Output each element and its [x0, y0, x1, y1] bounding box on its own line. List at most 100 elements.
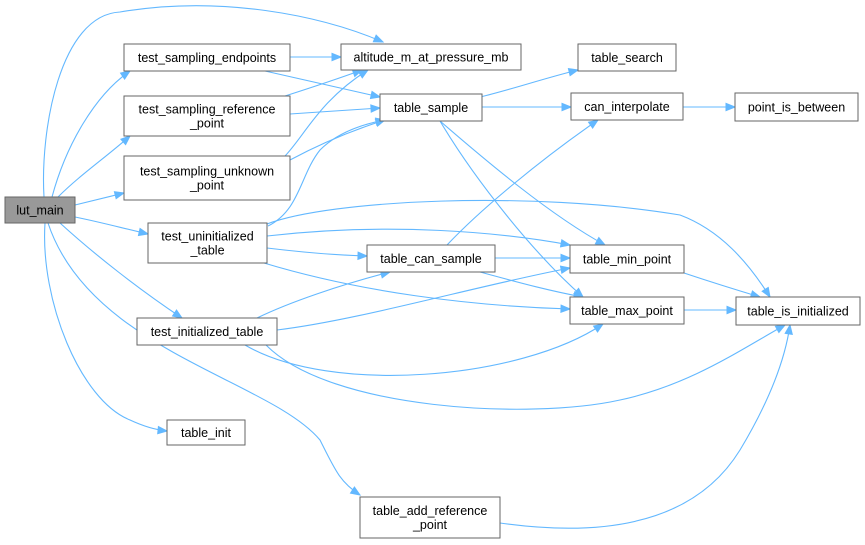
edge-lut-main-to-test-sampling-unknown-point: [74, 191, 126, 206]
arrowhead-icon: [567, 68, 580, 77]
node-table-init[interactable]: table_init: [166, 419, 246, 446]
node-label: table_max_point: [581, 304, 673, 318]
edge-line: [266, 199, 771, 298]
node-label: table_min_point: [583, 253, 672, 267]
node-box: [123, 155, 291, 201]
node-table-can-sample[interactable]: table_can_sample: [366, 244, 496, 273]
node-table-is-initialized[interactable]: table_is_initialized: [735, 296, 861, 326]
node-label: test_sampling_reference: [139, 103, 276, 117]
edge-lut-main-to-test-uninitialized-table: [74, 216, 150, 237]
node-altitude-m-at-pressure-mb[interactable]: altitude_m_at_pressure_mb: [340, 43, 522, 71]
node-point-is-between[interactable]: point_is_between: [734, 92, 859, 122]
arrowhead-icon: [559, 238, 572, 248]
edge-table-sample-to-table-search: [479, 68, 580, 98]
arrowhead-icon: [592, 323, 605, 333]
arrowhead-icon: [561, 102, 573, 112]
call-graph-nodes: lut_main test_sampling_endpoints test_samp…: [4, 43, 861, 539]
node-box: [570, 92, 684, 121]
edge-line: [263, 262, 571, 310]
call-graph-edges: [42, 5, 793, 529]
node-test-sampling-reference-point[interactable]: test_sampling_reference_point: [123, 95, 291, 137]
node-test-uninitialized-table[interactable]: test_uninitialized_table: [147, 222, 268, 264]
edge-line: [51, 70, 131, 198]
node-table-min-point[interactable]: table_min_point: [569, 244, 685, 274]
edge-test-initialized-table-to-table-max-point: [244, 323, 605, 376]
node-table-add-reference-point[interactable]: table_add_reference_point: [359, 496, 501, 539]
edge-line: [284, 69, 363, 97]
arrowhead-icon: [372, 34, 385, 43]
node-test-initialized-table[interactable]: test_initialized_table: [136, 317, 278, 346]
node-box: [359, 496, 501, 539]
node-label: table_sample: [394, 101, 468, 115]
node-can-interpolate[interactable]: can_interpolate: [570, 92, 684, 121]
arrowhead-icon: [725, 102, 737, 112]
edge-test-sampling-endpoints-to-table-sample: [264, 70, 382, 100]
arrowhead-icon: [370, 104, 382, 113]
node-table-sample[interactable]: table_sample: [379, 93, 483, 122]
node-box: [123, 95, 291, 137]
node-table-search[interactable]: table_search: [577, 43, 677, 72]
edge-test-sampling-unknown-point-to-altitude-m-at-pressure-mb: [284, 69, 370, 157]
node-test-sampling-unknown-point[interactable]: test_sampling_unknown_point: [123, 155, 291, 201]
edge-line: [683, 272, 761, 298]
edge-line: [57, 135, 131, 198]
edge-lut-main-to-test-sampling-endpoints: [51, 70, 132, 198]
edge-can-interpolate-to-point-is-between: [683, 102, 737, 112]
edge-line: [439, 120, 584, 298]
arrowhead-icon: [560, 304, 572, 314]
edge-line: [289, 119, 386, 161]
node-box: [577, 43, 677, 72]
arrowhead-icon: [761, 286, 771, 299]
edge-line: [264, 70, 381, 98]
edge-test-initialized-table-to-table-can-sample: [256, 270, 392, 319]
node-label: lut_main: [16, 204, 63, 218]
node-test-sampling-endpoints[interactable]: test_sampling_endpoints: [123, 43, 291, 72]
edge-test-initialized-table-to-table-min-point: [276, 265, 572, 331]
arrowhead-icon: [349, 486, 362, 496]
edge-table-can-sample-to-table-min-point: [494, 253, 572, 263]
node-box: [735, 296, 861, 326]
node-box: [123, 43, 291, 72]
arrowhead-icon: [560, 253, 572, 263]
edge-lut-main-to-altitude-m-at-pressure-mb: [42, 5, 385, 198]
edge-line: [284, 69, 369, 157]
node-label: _table: [189, 244, 224, 258]
edge-test-uninitialized-table-to-table-max-point: [263, 262, 572, 314]
node-label: can_interpolate: [584, 100, 670, 114]
arrowhead-icon: [726, 305, 738, 315]
arrowhead-icon: [171, 309, 184, 319]
edge-line: [265, 324, 786, 410]
edge-table-sample-to-can-interpolate: [482, 102, 573, 112]
arrowhead-icon: [774, 324, 787, 334]
node-box: [166, 419, 246, 446]
edge-line: [74, 216, 149, 235]
edge-line: [244, 323, 604, 376]
node-label: table_can_sample: [380, 252, 482, 266]
node-box: [569, 244, 685, 274]
node-label: _point: [412, 518, 448, 532]
node-label: table_init: [181, 426, 232, 440]
edge-line: [266, 247, 368, 257]
node-label: test_sampling_unknown: [140, 165, 274, 179]
arrowhead-icon: [587, 119, 600, 129]
edge-table-min-point-to-table-is-initialized: [683, 272, 762, 299]
arrowhead-icon: [357, 251, 369, 261]
edge-lut-main-to-test-sampling-reference-point: [57, 135, 132, 198]
arrowhead-icon: [119, 70, 132, 80]
node-box: [379, 93, 483, 122]
edge-line: [267, 119, 386, 227]
node-label: test_initialized_table: [151, 325, 264, 339]
edge-line: [59, 222, 183, 319]
edge-line: [289, 107, 381, 115]
edge-test-sampling-endpoints-to-altitude-m-at-pressure-mb: [290, 52, 343, 62]
edge-line: [499, 324, 791, 529]
node-label: table_add_reference: [373, 504, 488, 518]
edge-table-add-reference-point-to-table-is-initialized: [499, 323, 793, 529]
node-lut-main[interactable]: lut_main: [4, 196, 76, 224]
node-label: table_search: [591, 51, 663, 65]
arrowhead-icon: [559, 265, 572, 275]
node-table-max-point[interactable]: table_max_point: [569, 296, 685, 325]
edge-line: [256, 271, 391, 319]
node-label: altitude_m_at_pressure_mb: [354, 51, 509, 65]
edge-table-sample-to-table-min-point: [439, 120, 607, 246]
